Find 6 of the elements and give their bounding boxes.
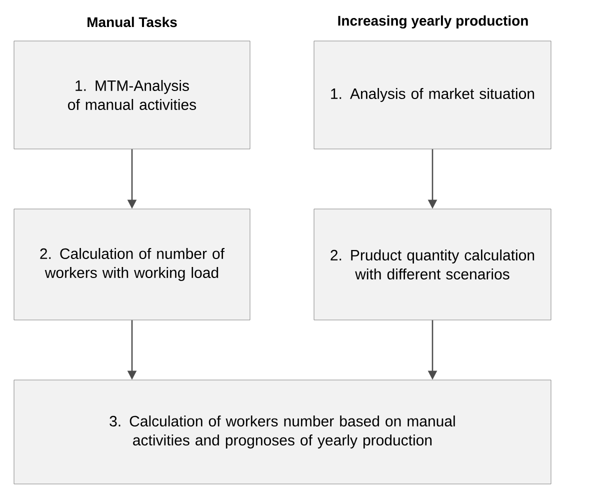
process-box: 1. Analysis of market situation [314,40,552,150]
process-box: 2. Calculation of number of workers with working load [14,208,250,320]
process-box: 3. Calculation of workers number based on manual activities and prognoses of yearly production [14,380,552,484]
column-heading: Manual Tasks [88,16,177,28]
process-box: 2. Pruduct quantity calculation with different scenarios [314,208,552,320]
process-box: 1. MTM-Analysis of manual activities [14,40,250,150]
